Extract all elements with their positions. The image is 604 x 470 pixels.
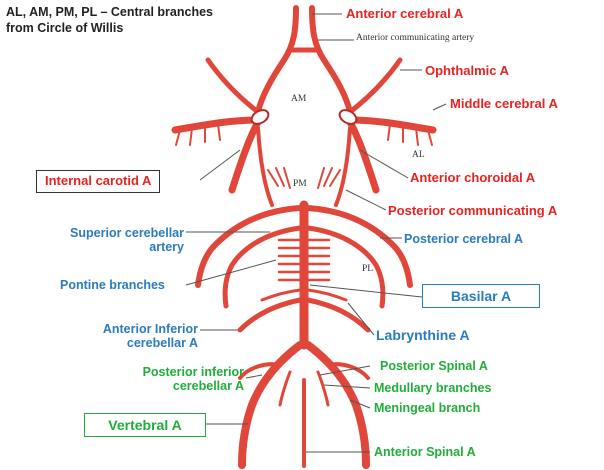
leader-posterior-communicating xyxy=(345,189,387,211)
posterior-spinal-left xyxy=(278,370,292,407)
label-posterior-spinal: Posterior Spinal A xyxy=(380,359,488,373)
label-anterior-choroidal: Anterior choroidal A xyxy=(410,170,536,185)
leader-pica xyxy=(245,374,263,379)
vertebral-left xyxy=(238,341,304,469)
label-anterior-cerebral: Anterior cerebral A xyxy=(346,6,464,21)
label-superior-cerebellar-line-1: Superior cerebellar xyxy=(70,226,184,240)
anterior-cerebral-artery-right xyxy=(309,5,353,115)
leader-posterior-spinal xyxy=(319,365,371,376)
region-am: AM xyxy=(291,94,307,104)
ophthalmic-artery-left xyxy=(205,57,261,115)
region-pm: PM xyxy=(293,179,307,189)
vertebral-right xyxy=(304,341,370,469)
posterior-communicating-left xyxy=(256,126,274,207)
header-line-2: from Circle of Willis xyxy=(6,21,124,35)
superior-cerebellar-left xyxy=(222,225,303,309)
ophthalmic-artery-right xyxy=(347,57,403,115)
label-posterior-inferior-cerebellar: Posterior inferior cerebellar A xyxy=(90,365,244,394)
posterior-communicating-right xyxy=(334,126,352,207)
middle-cerebral-artery-right xyxy=(346,116,437,134)
anterior-cerebral-artery-left xyxy=(255,5,299,115)
label-anterior-inferior-line-1: Anterior Inferior xyxy=(102,322,198,336)
leader-middle-cerebral xyxy=(432,103,447,111)
leader-pontine xyxy=(185,259,277,286)
label-anterior-inferior-cerebellar: Anterior Inferior cerebellar A xyxy=(70,322,198,351)
pica-right xyxy=(326,362,370,380)
pica-left xyxy=(238,362,282,380)
posterior-cerebral-left xyxy=(195,205,303,288)
labyrinthine-right xyxy=(306,288,348,302)
label-medullary-branches: Medullary branches xyxy=(374,381,492,395)
posterior-spinal-right xyxy=(316,370,330,407)
label-posterior-cerebral: Posterior cerebral A xyxy=(404,232,524,246)
superior-cerebellar-right xyxy=(305,225,386,309)
label-posterior-inferior-line-2: cerebellar A xyxy=(172,379,244,394)
pontine-branches xyxy=(277,238,331,282)
leader-anterior-choroidal xyxy=(359,149,409,179)
leader-meningeal xyxy=(349,399,371,409)
aica-right xyxy=(305,297,371,333)
label-superior-cerebellar: Superior cerebellar artery xyxy=(40,226,184,255)
label-posterior-inferior-line-1: Posterior inferior xyxy=(142,365,244,379)
leader-medullary xyxy=(323,384,371,389)
leader-basilar xyxy=(309,284,423,298)
leader-labyrinthine xyxy=(347,302,375,336)
label-posterior-communicating: Posterior communicating A xyxy=(388,203,558,218)
label-anterior-communicating: Anterior communicating artery xyxy=(356,33,475,43)
label-internal-carotid: Internal carotid A xyxy=(36,170,161,193)
label-pontine-branches: Pontine branches xyxy=(60,278,165,292)
label-anterior-spinal: Anterior Spinal A xyxy=(374,445,476,459)
label-vertebral: Vertebral A xyxy=(84,413,206,438)
region-pl: PL xyxy=(362,264,374,274)
internal-carotid-right xyxy=(344,114,380,194)
internal-carotid-left xyxy=(228,114,264,194)
label-anterior-inferior-line-2: cerebellar A xyxy=(126,336,198,351)
label-labyrinthine: Labrynthine A xyxy=(376,327,470,343)
labyrinthine-left xyxy=(260,288,302,302)
leader-lines xyxy=(185,13,447,453)
leader-internal-carotid xyxy=(199,149,241,181)
label-ophthalmic: Ophthalmic A xyxy=(425,63,510,78)
label-middle-cerebral: Middle cerebral A xyxy=(450,96,558,111)
label-basilar: Basilar A xyxy=(422,284,540,309)
carotid-openings xyxy=(250,109,358,125)
posterior-cerebral-right xyxy=(305,205,413,288)
region-al: AL xyxy=(412,150,425,160)
aica-left xyxy=(237,297,303,333)
middle-cerebral-artery-left xyxy=(171,116,262,134)
arteries xyxy=(171,5,437,469)
label-superior-cerebellar-line-2: artery xyxy=(149,240,184,255)
central-branch-ticks xyxy=(175,123,433,189)
header-line-1: AL, AM, PM, PL – Central branches xyxy=(6,5,213,19)
label-meningeal-branch: Meningeal branch xyxy=(374,401,481,415)
